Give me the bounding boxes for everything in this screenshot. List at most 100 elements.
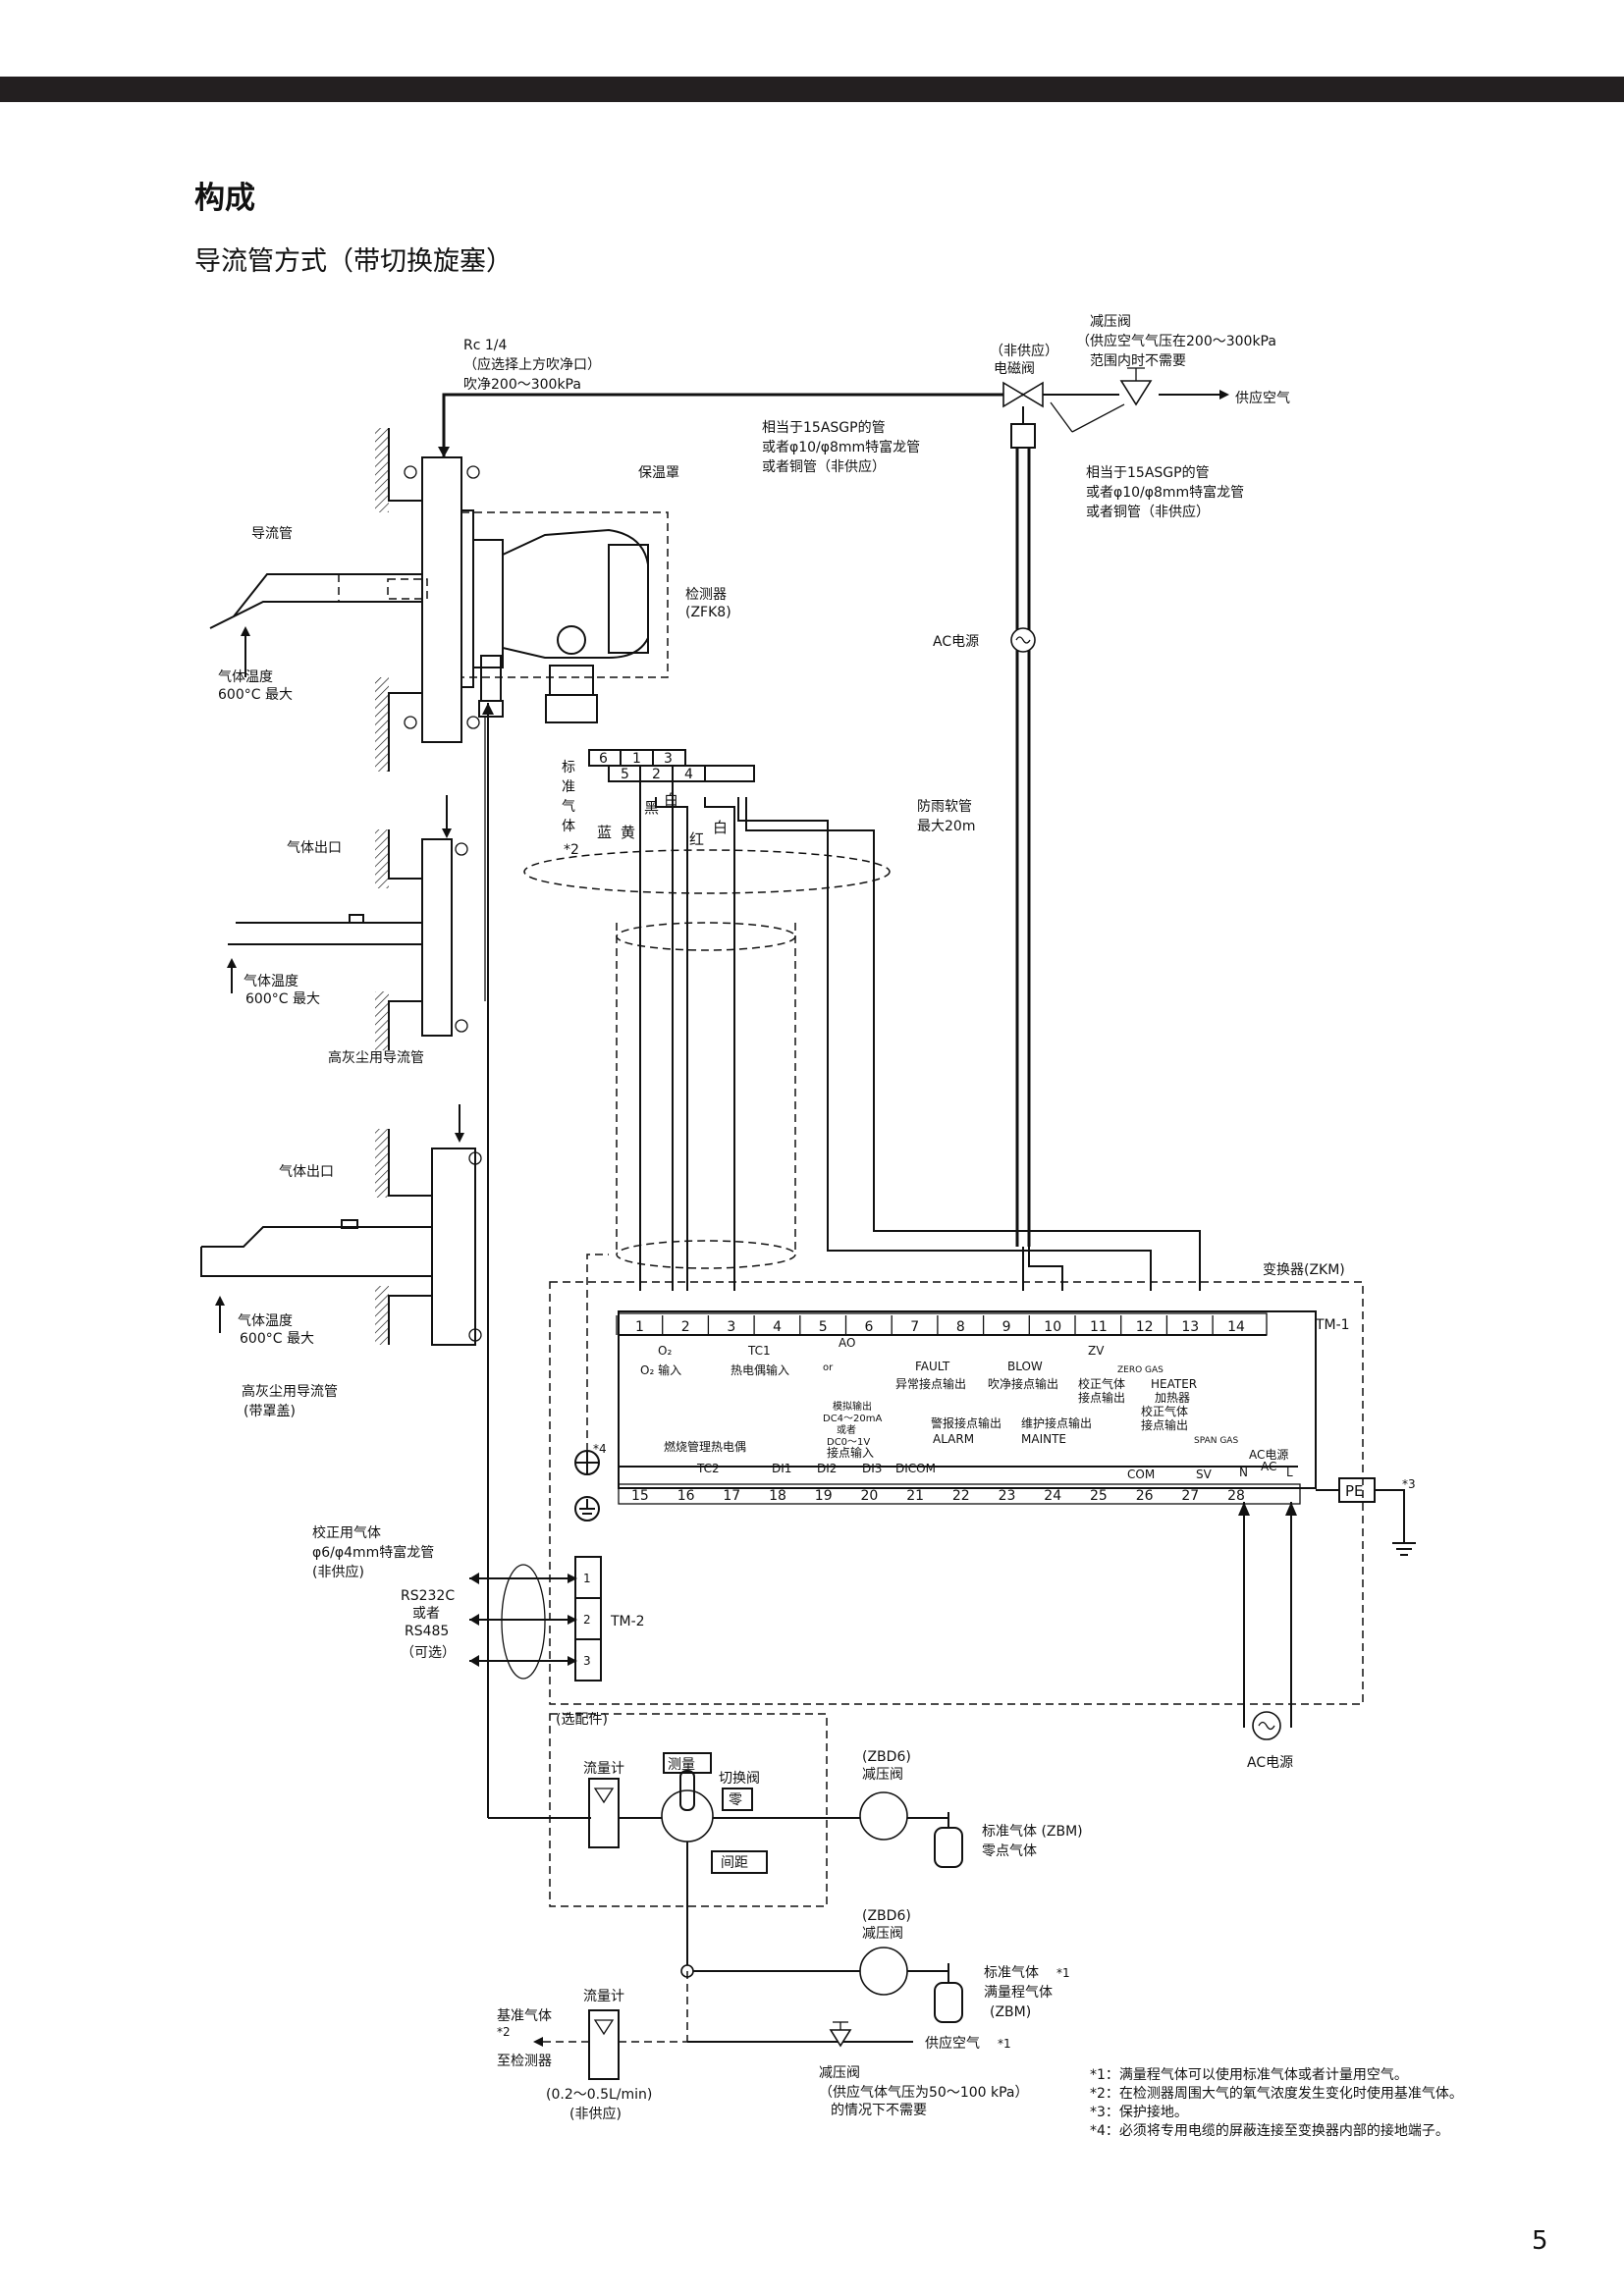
pipe-mid-3: 或者铜管（非供应）: [762, 458, 886, 475]
color-black: 黑: [644, 799, 659, 817]
zbd6-label-1: (ZBD6): [862, 1749, 911, 1765]
analog-out-3: 或者: [837, 1424, 856, 1436]
span-gas-cn-label: 满量程气体: [984, 1985, 1053, 2001]
l-label: L: [1286, 1466, 1293, 1479]
tm2-term-1: 1: [583, 1572, 591, 1585]
reducer-top: [1050, 367, 1153, 433]
tm2-block: [469, 1556, 602, 1682]
gas-temp-label-1: 气体温度: [218, 669, 273, 685]
flow-range-label: (0.2～0.5L/min): [546, 2087, 652, 2103]
reducer-note-3: （供应气体气压为50～100 kPa）: [819, 2084, 1029, 2101]
rain-hose-label: 防雨软管: [917, 799, 972, 815]
detector-terminal-3: 3: [664, 751, 673, 767]
flowmeter-label-1: 流量计: [583, 1761, 624, 1777]
ac-power-label: AC电源: [1249, 1448, 1288, 1462]
com-label: COM: [1127, 1468, 1155, 1481]
ref-gas-label: 基准气体: [497, 2007, 552, 2024]
signal-wires: [639, 781, 1201, 1291]
gas-temp-value-1: 600°C 最大: [218, 687, 293, 703]
calibration-gas-line: [482, 703, 591, 1819]
di3-label: DI3: [862, 1462, 882, 1475]
color-white-1: 白: [664, 791, 678, 809]
switch-valve-label: 切换阀: [719, 1770, 760, 1787]
std-gas-zbm-label: 标准气体 (ZBM): [982, 1824, 1083, 1840]
blow-cn-label: 吹净接点输出: [988, 1376, 1058, 1391]
span-label: 间距: [721, 1855, 748, 1871]
color-red: 红: [689, 830, 704, 848]
combustion-tc-label: 燃烧管理热电偶: [664, 1439, 746, 1454]
o2-input-label: O₂ 输入: [640, 1362, 681, 1377]
detector-terminal-1: 1: [632, 751, 641, 767]
page-subtitle: 导流管方式（带切换旋塞）: [194, 246, 513, 277]
cal-gas-label-2: φ6/φ4mm特富龙管: [312, 1544, 434, 1561]
bottom-terminal-strip: [618, 1483, 1301, 1505]
mainte-label: MAINTE: [1021, 1432, 1066, 1446]
pe-note: *3: [1402, 1477, 1416, 1491]
fault-cn-label: 异常接点输出: [895, 1376, 966, 1391]
rs232c-label: RS232C: [401, 1588, 455, 1604]
color-yellow: 黄: [621, 824, 635, 841]
top-terminal-strip: [618, 1312, 1268, 1336]
color-blue: 蓝: [597, 824, 612, 841]
gas-temp-label-2: 气体温度: [244, 974, 298, 989]
std-gas-char: 标: [562, 760, 575, 775]
pipe-mid-2: 或者φ10/φ8mm特富龙管: [762, 439, 920, 455]
probe-tube-top: [209, 573, 428, 677]
terminal-25: 25: [1090, 1488, 1108, 1504]
tm2-label: TM-2: [610, 1614, 645, 1629]
rain-hose-length: 最大20m: [917, 819, 975, 834]
terminal-13: 13: [1181, 1319, 1199, 1335]
rs485-label: RS485: [405, 1624, 449, 1639]
flowmeter-label-2: 流量计: [583, 1989, 624, 2004]
pipe-right-1: 相当于15ASGP的管: [1086, 465, 1210, 481]
detector-terminal-block: [588, 749, 755, 782]
terminal-7: 7: [910, 1319, 919, 1335]
mainte-cn-label: 维护接点输出: [1021, 1415, 1092, 1430]
probe-high-dust-cover: [200, 1104, 482, 1346]
checker-label: 至检测器: [497, 2054, 552, 2069]
output-ao-label: AO: [839, 1336, 855, 1350]
options-box: [549, 1713, 860, 1907]
ac-power-top-label: AC电源: [933, 634, 979, 650]
std-gas-char: 准: [562, 779, 575, 795]
gas-outlet-label-1: 气体出口: [287, 840, 342, 856]
rc-sub2: 吹净200～300kPa: [463, 377, 581, 393]
solenoid-valve: [1002, 381, 1044, 1247]
pe-label: PE: [1345, 1482, 1364, 1500]
ac-power-bottom: [1238, 1502, 1297, 1740]
reducer-top-label: 减压阀: [1090, 314, 1131, 330]
gas-temp-label-3: 气体温度: [238, 1313, 293, 1329]
detector-label: 检测器: [685, 587, 727, 603]
heater-label: HEATER: [1151, 1377, 1197, 1391]
cal-gas-label-1: 校正用气体: [312, 1524, 381, 1541]
zv-label: ZV: [1088, 1344, 1105, 1358]
di1-label: DI1: [772, 1462, 791, 1475]
gas-temp-value-3: 600°C 最大: [240, 1331, 314, 1347]
star4-label: *4: [593, 1442, 607, 1456]
heater-cn-label: 加热器: [1155, 1391, 1190, 1405]
probe-high-dust: [227, 795, 468, 1050]
detector-terminal-4: 4: [684, 767, 693, 782]
terminal-26: 26: [1136, 1488, 1154, 1504]
pipe-right-2: 或者φ10/φ8mm特富龙管: [1086, 484, 1244, 501]
span-gas-zbm-label: (ZBM): [990, 2004, 1031, 2020]
footnote-item: *1：满量程气体可以使用标准气体或者计量用空气。: [1090, 2066, 1408, 2083]
diagram-labels: Rc 1/4 （应选择上方吹净口） 吹净200～300kPa （非供应） 电磁阀…: [218, 314, 1416, 2122]
reducer-note-3b: 的情况下不需要: [831, 2103, 927, 2118]
shield-ground: [574, 1254, 609, 1522]
furnace-wall-top: [375, 428, 422, 772]
reducer-top-note1: （供应空气气压在200～300kPa: [1076, 333, 1276, 349]
terminal-27: 27: [1181, 1488, 1199, 1504]
reducer-top-note2: 范围内时不需要: [1090, 352, 1186, 369]
ref-gas-note: *2: [497, 2025, 511, 2039]
zero-gas-cn-label: 零点气体: [982, 1843, 1037, 1859]
zero-gas-supply: [859, 1791, 963, 1868]
footnote-item: *4：必须将专用电缆的屏蔽连接至变换器内部的接地端子。: [1090, 2122, 1449, 2139]
footnote-item: *3：保护接地。: [1090, 2104, 1188, 2120]
alarm-label: ALARM: [933, 1432, 974, 1446]
std-gas-vertical-text: 标准气体*2: [562, 760, 579, 858]
zero-gas-label: ZERO GAS: [1117, 1365, 1164, 1375]
